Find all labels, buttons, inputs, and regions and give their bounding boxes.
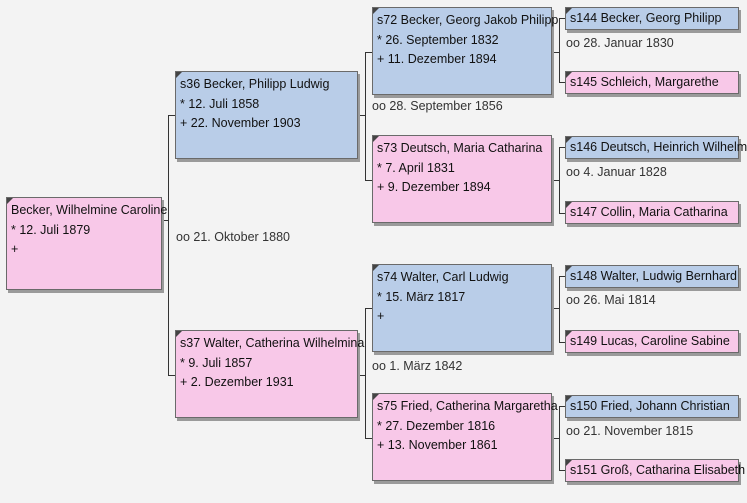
corner-marker-icon [373, 8, 379, 14]
connector [559, 406, 560, 470]
person-card-s148[interactable]: s148 Walter, Ludwig Bernhard [565, 265, 739, 288]
person-card-s149[interactable]: s149 Lucas, Caroline Sabine [565, 330, 739, 353]
connector [552, 180, 560, 181]
corner-marker-icon [176, 331, 182, 337]
connector [365, 52, 372, 53]
corner-marker-icon [566, 202, 572, 208]
marriage-date: oo 4. Januar 1828 [566, 165, 667, 179]
person-death: + [377, 309, 385, 323]
corner-marker-icon [373, 136, 379, 142]
person-card-s144[interactable]: s144 Becker, Georg Philipp [565, 7, 739, 30]
person-birth: * 7. April 1831 [377, 160, 455, 175]
person-card-proband[interactable]: Becker, Wilhelmine Caroline * 12. Juli 1… [6, 197, 168, 290]
person-card-s146[interactable]: s146 Deutsch, Heinrich Wilhelm [565, 136, 747, 159]
connector [161, 220, 169, 221]
person-birth: * 26. September 1832 [377, 32, 499, 47]
connector [365, 52, 366, 180]
marriage-date: oo 21. Oktober 1880 [176, 230, 290, 244]
connector [358, 375, 366, 376]
person-name: s145 Schleich, Margarethe [570, 75, 719, 89]
connector [168, 375, 175, 376]
connector [552, 52, 560, 53]
corner-marker-icon [7, 198, 13, 204]
connector [559, 18, 565, 19]
marriage-date: oo 1. März 1842 [372, 359, 463, 373]
person-card-s145[interactable]: s145 Schleich, Margarethe [565, 71, 739, 94]
connector [559, 406, 565, 407]
marriage-date: oo 28. September 1856 [372, 99, 503, 113]
corner-marker-icon [566, 460, 572, 466]
connector [358, 115, 366, 116]
person-name: s73 Deutsch, Maria Catharina [377, 141, 543, 155]
corner-marker-icon [566, 137, 572, 143]
corner-marker-icon [566, 266, 572, 272]
person-name: s150 Fried, Johann Christian [570, 399, 730, 413]
person-name: s144 Becker, Georg Philipp [570, 11, 722, 25]
person-birth: * 12. Juli 1879 [11, 222, 91, 237]
person-death: + 9. Dezember 1894 [377, 180, 491, 194]
connector [168, 115, 169, 375]
connector [559, 82, 565, 83]
person-name: s147 Collin, Maria Catharina [570, 205, 728, 219]
person-name: s36 Becker, Philipp Ludwig [180, 77, 330, 91]
person-card-s73[interactable]: s73 Deutsch, Maria Catharina * 7. April … [372, 135, 552, 223]
connector [168, 115, 175, 116]
person-card-s37[interactable]: s37 Walter, Catherina Wilhelmina * 9. Ju… [175, 330, 365, 418]
person-card-s75[interactable]: s75 Fried, Catherina Margaretha * 27. De… [372, 393, 558, 481]
person-death: + 22. November 1903 [180, 116, 301, 130]
connector [552, 438, 560, 439]
corner-marker-icon [373, 265, 379, 271]
connector [365, 308, 366, 438]
corner-marker-icon [566, 396, 572, 402]
connector [559, 470, 565, 471]
connector [552, 308, 560, 309]
person-name: s149 Lucas, Caroline Sabine [570, 334, 730, 348]
person-death: + 2. Dezember 1931 [180, 375, 294, 389]
connector [365, 438, 372, 439]
person-card-s72[interactable]: s72 Becker, Georg Jakob Philipp * 26. Se… [372, 7, 559, 95]
person-name: s74 Walter, Carl Ludwig [377, 270, 509, 284]
person-name: Becker, Wilhelmine Caroline [11, 203, 168, 217]
person-name: s146 Deutsch, Heinrich Wilhelm [570, 140, 747, 154]
marriage-date: oo 28. Januar 1830 [566, 36, 674, 50]
marriage-date: oo 21. November 1815 [566, 424, 694, 438]
connector [559, 18, 560, 82]
marriage-date: oo 26. Mai 1814 [566, 293, 656, 307]
corner-marker-icon [566, 72, 572, 78]
person-name: s37 Walter, Catherina Wilhelmina [180, 336, 365, 350]
person-name: s148 Walter, Ludwig Bernhard [570, 269, 737, 283]
person-birth: * 27. Dezember 1816 [377, 418, 496, 433]
person-card-s74[interactable]: s74 Walter, Carl Ludwig * 15. März 1817 … [372, 264, 552, 352]
person-card-s36[interactable]: s36 Becker, Philipp Ludwig * 12. Juli 18… [175, 71, 358, 159]
connector [559, 213, 565, 214]
person-birth: * 12. Juli 1858 [180, 96, 260, 111]
corner-marker-icon [373, 394, 379, 400]
corner-marker-icon [566, 8, 572, 14]
connector [365, 180, 372, 181]
person-name: s75 Fried, Catherina Margaretha [377, 399, 558, 413]
connector [559, 276, 565, 277]
person-card-s151[interactable]: s151 Groß, Catharina Elisabeth [565, 459, 746, 482]
corner-marker-icon [566, 331, 572, 337]
connector [559, 147, 560, 213]
person-card-s147[interactable]: s147 Collin, Maria Catharina [565, 201, 739, 224]
connector [559, 342, 565, 343]
person-death: + [11, 242, 19, 256]
connector [559, 276, 560, 342]
person-death: + 11. Dezember 1894 [377, 52, 497, 66]
corner-marker-icon [176, 72, 182, 78]
person-name: s72 Becker, Georg Jakob Philipp [377, 13, 559, 27]
connector [365, 308, 372, 309]
person-birth: * 15. März 1817 [377, 289, 466, 304]
person-death: + 13. November 1861 [377, 438, 498, 452]
person-card-s150[interactable]: s150 Fried, Johann Christian [565, 395, 739, 418]
person-birth: * 9. Juli 1857 [180, 355, 253, 370]
person-name: s151 Groß, Catharina Elisabeth [570, 463, 746, 477]
connector [559, 147, 565, 148]
